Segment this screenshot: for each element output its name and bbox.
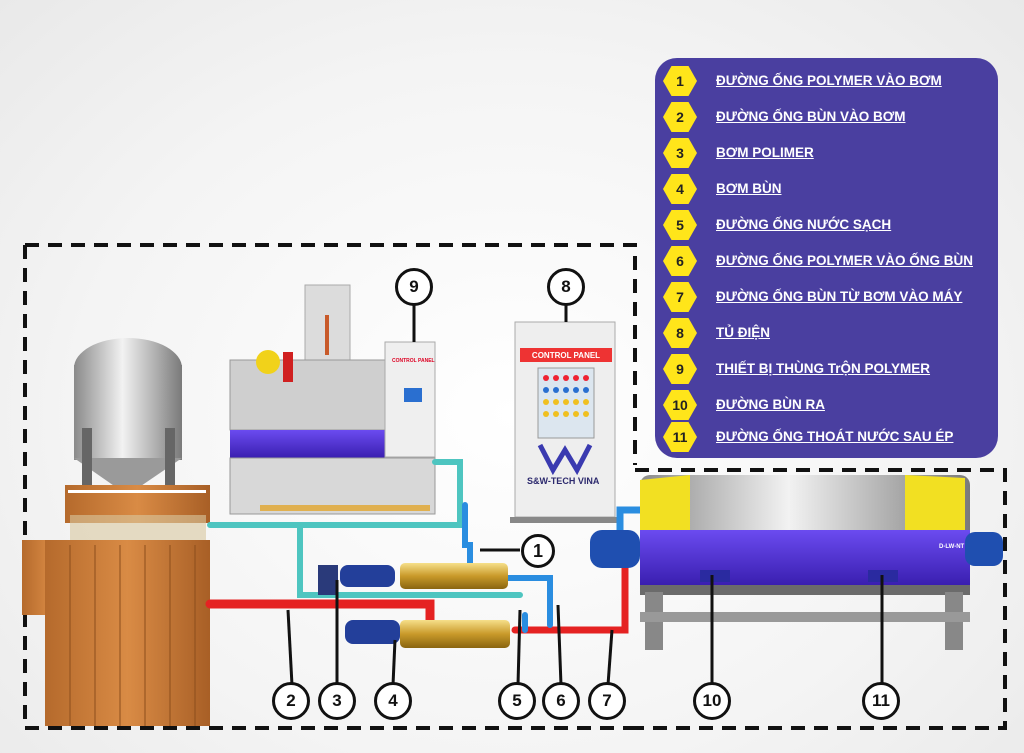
legend-item: 6 ĐƯỜNG ỐNG POLYMER VÀO ỐNG BÙN [655,246,998,276]
number-badge: 6 [663,246,697,276]
right-dashed-boundary [635,468,1007,730]
number-badge: 8 [663,318,697,348]
sludge-storage-tank [74,338,182,490]
callout-10: 10 [693,682,731,720]
legend-label: ĐƯỜNG BÙN RA [716,397,825,412]
sludge-outlet-pipe [511,556,629,634]
control-panel-title: CONTROL PANEL [520,348,612,362]
number-badge: 5 [663,210,697,240]
decanter-centrifuge [590,475,1003,650]
polymer-pump [318,563,508,595]
number-badge: 10 [663,390,697,420]
number-badge: 7 [663,282,697,312]
number-badge: 2 [663,102,697,132]
number-badge: 9 [663,354,697,384]
legend-item: 3 BƠM POLIMER [655,138,998,168]
legend-label: ĐƯỜNG ỐNG BÙN VÀO BƠM [716,109,906,124]
left-dashed-boundary [23,243,637,730]
wooden-sludge-basin [22,485,210,726]
legend-item: 1 ĐƯỜNG ỐNG POLYMER VÀO BƠM [655,66,998,96]
legend-item: 4 BƠM BÙN [655,174,998,204]
sludge-pump [345,620,510,648]
legend-label: BƠM POLIMER [716,145,814,160]
legend-label: BƠM BÙN [716,181,782,196]
legend-label: TỦ ĐIỆN [716,325,770,340]
callout-7: 7 [588,682,626,720]
legend-item: 11 ĐƯỜNG ỐNG THOÁT NƯỚC SAU ÉP [655,422,998,452]
callout-2: 2 [272,682,310,720]
number-badge: 11 [663,422,697,452]
number-badge: 3 [663,138,697,168]
legend-item: 9 THIẾT BỊ THÙNG TrỘN POLYMER [655,354,998,384]
callout-leaders [286,300,884,686]
callout-4: 4 [374,682,412,720]
legend-item: 5 ĐƯỜNG ỐNG NƯỚC SẠCH [655,210,998,240]
mixer-panel-label: CONTROL PANEL [392,358,435,364]
legend-panel: 1 ĐƯỜNG ỐNG POLYMER VÀO BƠM 2 ĐƯỜNG ỐNG … [655,58,998,458]
clean-water-pipe [462,502,553,633]
legend-item: 10 ĐƯỜNG BÙN RA [655,390,998,420]
polymer-pipe [207,459,523,598]
legend-label: ĐƯỜNG ỐNG BÙN TỪ BƠM VÀO MÁY [716,289,963,304]
legend-label: ĐƯỜNG ỐNG POLYMER VÀO BƠM [716,73,942,88]
legend-label: ĐƯỜNG ỐNG THOÁT NƯỚC SAU ÉP [716,429,954,444]
callout-8: 8 [547,268,585,306]
polymer-mixing-tank [229,284,436,515]
callout-11: 11 [862,682,900,720]
legend-item: 2 ĐƯỜNG ỐNG BÙN VÀO BƠM [655,102,998,132]
legend-label: ĐƯỜNG ỐNG POLYMER VÀO ỐNG BÙN [716,253,973,268]
callout-3: 3 [318,682,356,720]
callout-5: 5 [498,682,536,720]
number-badge: 1 [663,66,697,96]
callout-9: 9 [395,268,433,306]
callout-1: 1 [521,534,555,568]
callout-6: 6 [542,682,580,720]
sludge-inlet-pipe [205,599,435,630]
decanter-model-label: D-LW-NT [939,544,965,550]
legend-item: 8 TỦ ĐIỆN [655,318,998,348]
legend-item: 7 ĐƯỜNG ỐNG BÙN TỪ BƠM VÀO MÁY [655,282,998,312]
legend-label: THIẾT BỊ THÙNG TrỘN POLYMER [716,361,931,376]
legend-label: ĐƯỜNG ỐNG NƯỚC SẠCH [716,217,892,232]
brand-label: S&W-TECH VINA [527,476,600,486]
number-badge: 4 [663,174,697,204]
